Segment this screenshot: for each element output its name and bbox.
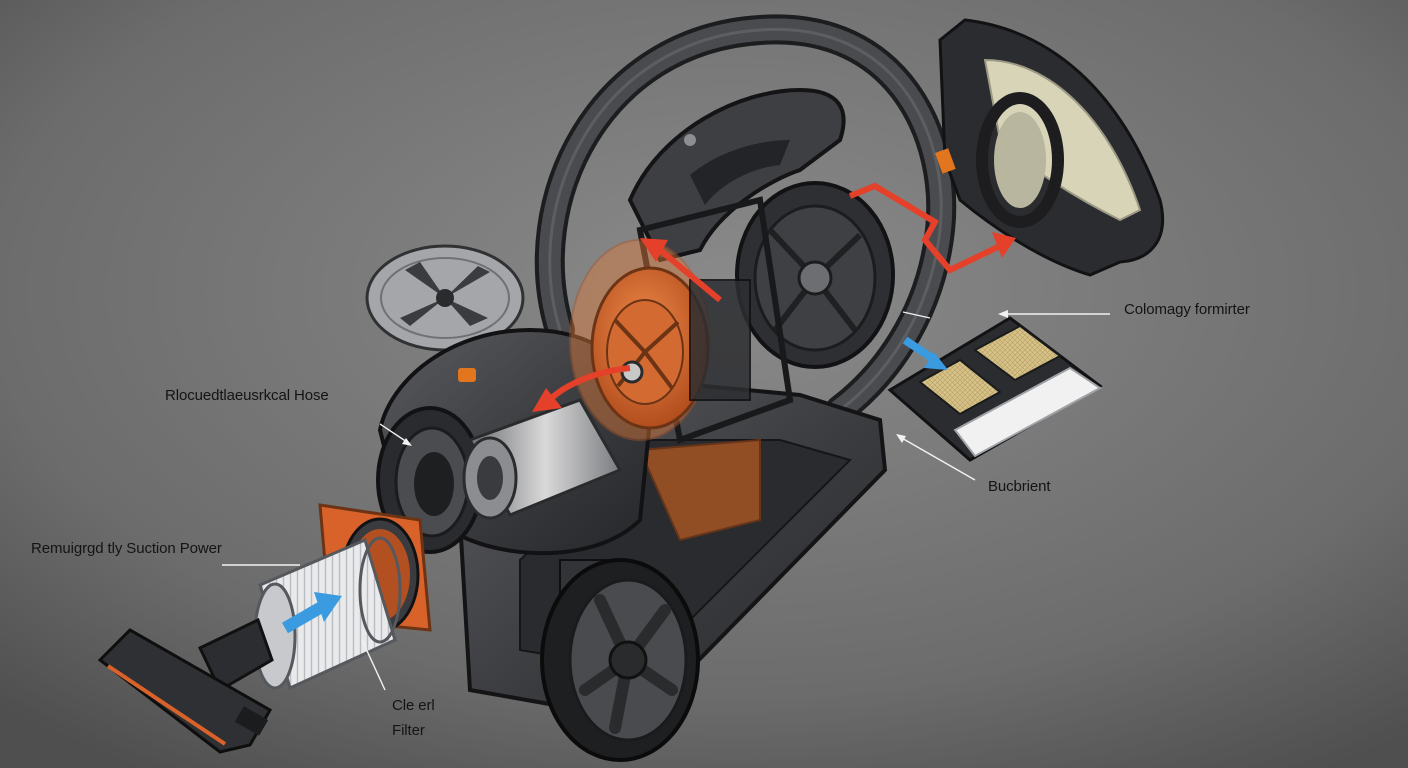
handle-shell [627,87,895,445]
leader-filter [361,639,386,691]
hose [534,14,957,425]
label-lower-right: Bucbrient [988,478,1051,495]
label-suction-power: Remuigrgd tly Suction Power [31,540,222,557]
leader-lower-right [899,436,976,481]
leader-lines [222,310,1110,691]
label-upper-right: Colomagy formirter [1124,301,1250,318]
label-filter: Cle erl Filter [392,693,435,743]
top-cover-panel [935,18,1165,277]
filter-tray [887,316,1103,462]
fan-disc [365,244,525,352]
orange-motor [569,239,751,441]
label-filter-line2: Filter [392,722,425,739]
front-assembly [97,503,432,754]
label-hose: Rlocuedtlaeusrkcal Hose [165,387,329,404]
label-filter-line1: Cle erl [392,697,435,714]
wheel [540,558,700,762]
airflow-arrows [532,182,1016,412]
